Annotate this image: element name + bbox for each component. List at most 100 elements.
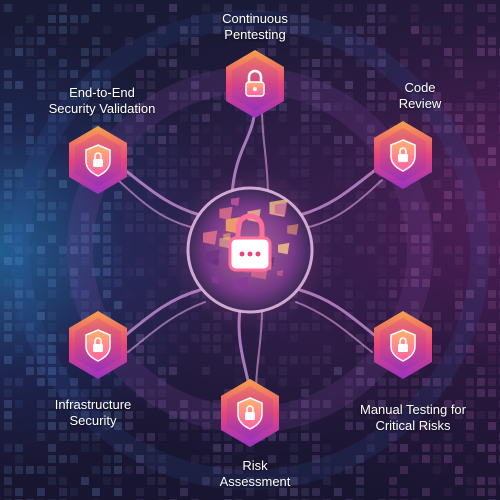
background-pixel bbox=[4, 488, 12, 496]
background-pixel bbox=[48, 26, 56, 34]
background-pixel bbox=[290, 169, 298, 177]
background-pixel bbox=[334, 103, 342, 111]
sphere-fragment bbox=[219, 206, 233, 221]
background-pixel bbox=[411, 389, 419, 397]
background-pixel bbox=[48, 323, 56, 331]
background-pixel bbox=[224, 466, 232, 474]
background-pixel bbox=[169, 103, 177, 111]
background-pixel bbox=[345, 301, 353, 309]
background-pixel bbox=[466, 125, 474, 133]
background-pixel bbox=[59, 257, 67, 265]
background-pixel bbox=[477, 246, 485, 254]
background-pixel bbox=[169, 147, 177, 155]
background-pixel bbox=[4, 477, 12, 485]
background-pixel bbox=[37, 246, 45, 254]
background-pixel bbox=[103, 422, 111, 430]
background-pixel bbox=[136, 356, 144, 364]
background-pixel bbox=[433, 455, 441, 463]
background-pixel bbox=[81, 213, 89, 221]
background-pixel bbox=[15, 48, 23, 56]
background-pixel bbox=[477, 334, 485, 342]
background-pixel bbox=[345, 279, 353, 287]
background-pixel bbox=[37, 213, 45, 221]
background-pixel bbox=[400, 466, 408, 474]
background-pixel bbox=[136, 466, 144, 474]
background-pixel bbox=[444, 48, 452, 56]
node-infrastructure-security bbox=[69, 311, 127, 379]
background-pixel bbox=[114, 279, 122, 287]
background-pixel bbox=[15, 400, 23, 408]
background-pixel bbox=[444, 378, 452, 386]
background-pixel bbox=[147, 433, 155, 441]
label-line-1: Continuous bbox=[222, 11, 288, 26]
background-pixel bbox=[290, 466, 298, 474]
background-pixel bbox=[48, 169, 56, 177]
background-pixel bbox=[235, 26, 243, 34]
background-pixel bbox=[158, 389, 166, 397]
background-pixel bbox=[367, 125, 375, 133]
background-pixel bbox=[70, 389, 78, 397]
background-pixel bbox=[92, 70, 100, 78]
background-pixel bbox=[422, 488, 430, 496]
background-pixel bbox=[158, 400, 166, 408]
background-pixel bbox=[356, 488, 364, 496]
background-pixel bbox=[290, 15, 298, 23]
sphere-fragment bbox=[274, 202, 288, 216]
background-pixel bbox=[70, 92, 78, 100]
background-pixel bbox=[389, 444, 397, 452]
background-pixel bbox=[26, 48, 34, 56]
background-pixel bbox=[4, 312, 12, 320]
background-pixel bbox=[301, 114, 309, 122]
background-pixel bbox=[389, 246, 397, 254]
background-pixel bbox=[114, 488, 122, 496]
background-pixel bbox=[81, 48, 89, 56]
background-pixel bbox=[323, 125, 331, 133]
background-pixel bbox=[400, 213, 408, 221]
background-pixel bbox=[136, 224, 144, 232]
background-pixel bbox=[279, 367, 287, 375]
background-pixel bbox=[136, 268, 144, 276]
label-line-2: Review bbox=[398, 96, 442, 111]
background-pixel bbox=[488, 224, 496, 232]
background-pixel bbox=[202, 147, 210, 155]
background-pixel bbox=[103, 81, 111, 89]
background-pixel bbox=[81, 224, 89, 232]
background-pixel bbox=[169, 411, 177, 419]
background-pixel bbox=[37, 70, 45, 78]
background-pixel bbox=[125, 411, 133, 419]
background-pixel bbox=[15, 455, 23, 463]
background-pixel bbox=[15, 488, 23, 496]
background-pixel bbox=[92, 411, 100, 419]
background-pixel bbox=[488, 4, 496, 12]
background-pixel bbox=[246, 455, 254, 463]
background-pixel bbox=[455, 70, 463, 78]
background-pixel bbox=[433, 389, 441, 397]
background-pixel bbox=[477, 158, 485, 166]
background-pixel bbox=[422, 37, 430, 45]
background-pixel bbox=[323, 444, 331, 452]
label-line-2: Security bbox=[69, 413, 117, 428]
background-pixel bbox=[455, 103, 463, 111]
background-pixel bbox=[81, 433, 89, 441]
background-pixel bbox=[4, 224, 12, 232]
background-pixel bbox=[323, 455, 331, 463]
central-sphere bbox=[170, 170, 330, 330]
background-pixel bbox=[191, 147, 199, 155]
background-pixel bbox=[48, 400, 56, 408]
background-pixel bbox=[312, 411, 320, 419]
background-pixel bbox=[37, 433, 45, 441]
background-pixel bbox=[488, 158, 496, 166]
background-pixel bbox=[70, 268, 78, 276]
background-pixel bbox=[367, 312, 375, 320]
background-pixel bbox=[26, 224, 34, 232]
background-pixel bbox=[4, 70, 12, 78]
background-pixel bbox=[246, 444, 254, 452]
background-pixel bbox=[114, 114, 122, 122]
background-pixel bbox=[444, 488, 452, 496]
background-pixel bbox=[103, 400, 111, 408]
background-pixel bbox=[59, 70, 67, 78]
background-pixel bbox=[136, 169, 144, 177]
background-pixel bbox=[158, 125, 166, 133]
background-pixel bbox=[345, 202, 353, 210]
